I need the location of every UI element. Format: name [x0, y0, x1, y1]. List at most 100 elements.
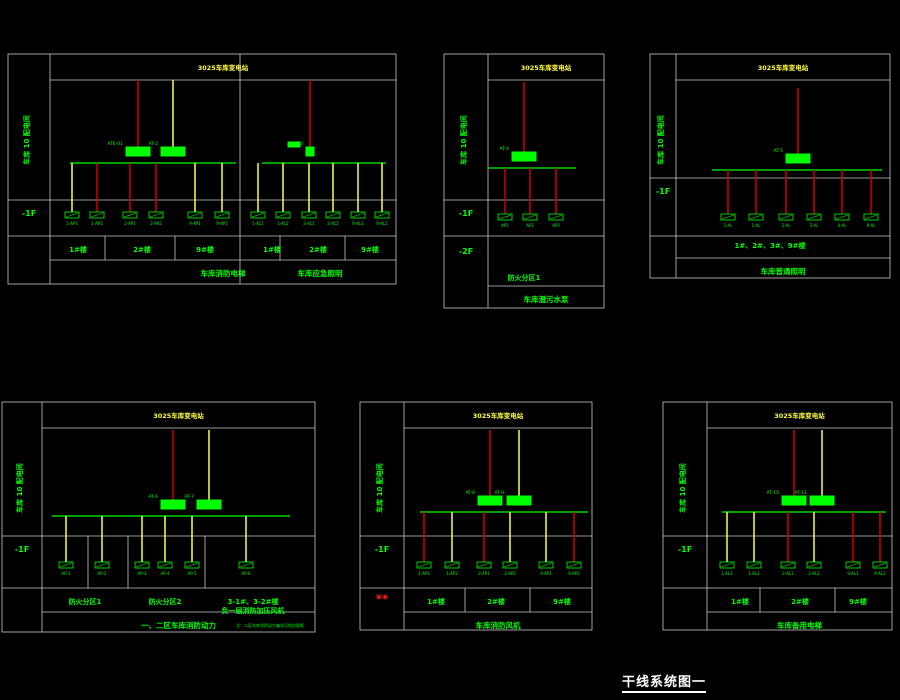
load-box-slash — [158, 562, 172, 568]
panel-header: 3025车库变电站 — [758, 63, 809, 72]
load-box — [872, 561, 888, 569]
load-label: 9-AL — [867, 223, 877, 228]
load-box — [238, 561, 254, 569]
load-box — [64, 211, 80, 219]
distribution-box — [305, 146, 315, 157]
panel-header: 3025车库变电站 — [521, 63, 572, 72]
load-label: 1-AL2 — [277, 221, 289, 226]
load-box — [416, 561, 432, 569]
feeder-label: AT-8 — [465, 490, 475, 496]
area-label: 防火分区2 — [149, 597, 182, 606]
load-label: 9-AP2 — [568, 571, 580, 576]
load-box-slash — [375, 212, 389, 218]
load-box-slash — [135, 562, 149, 568]
load-box-slash — [503, 562, 517, 568]
load-box-slash — [59, 562, 73, 568]
load-box — [719, 561, 735, 569]
load-box — [806, 213, 822, 221]
area-label: 1#楼 — [69, 245, 87, 254]
distribution-box — [477, 495, 503, 506]
load-box-slash — [749, 214, 763, 220]
distribution-box — [196, 499, 222, 510]
load-label: 1-AL2 — [748, 571, 760, 576]
load-box — [538, 561, 554, 569]
load-label: 1-AP2 — [446, 571, 458, 576]
load-label: 1-AP2 — [91, 221, 103, 226]
area-label: 2#楼 — [309, 245, 327, 254]
load-box — [275, 211, 291, 219]
load-label: 1-AP1 — [66, 221, 78, 226]
area-label: 9#楼 — [361, 245, 379, 254]
load-label: AP3 — [552, 223, 560, 228]
area-label: 9#楼 — [849, 597, 867, 606]
load-box-slash — [720, 562, 734, 568]
load-label: 2-AP1 — [124, 221, 136, 226]
load-box — [444, 561, 460, 569]
load-box — [845, 561, 861, 569]
feeder-label: AT-10 — [767, 490, 780, 496]
load-label: 2-AL1 — [782, 571, 794, 576]
load-box — [325, 211, 341, 219]
load-label: 4-AL — [838, 223, 848, 228]
system-name: 车库消防电梯 — [201, 268, 246, 278]
load-box-slash — [251, 212, 265, 218]
floor-label: -1F — [459, 209, 473, 218]
load-label: 3-AL — [810, 223, 820, 228]
load-label: AP-3 — [137, 571, 147, 576]
area-label: 1#楼 — [263, 245, 281, 254]
load-box-slash — [65, 212, 79, 218]
load-box — [780, 561, 796, 569]
side-label: 车库 10 配电间 — [15, 463, 24, 513]
side-label: 车库 10 配电间 — [459, 115, 468, 165]
system-name: 车库消防风机 — [476, 620, 521, 630]
load-box-slash — [873, 562, 887, 568]
load-box — [134, 561, 150, 569]
load-label: 2-AL1 — [303, 221, 315, 226]
load-box-slash — [835, 214, 849, 220]
load-box — [566, 561, 582, 569]
load-label: AP-6 — [241, 571, 251, 576]
area-label: 1#楼 — [427, 597, 445, 606]
system-name: 车库应急照明 — [298, 268, 343, 278]
area-label: 防火分区1 — [508, 273, 541, 282]
area-label: 9#楼 — [196, 245, 214, 254]
load-box-slash — [846, 562, 860, 568]
load-box — [502, 561, 518, 569]
load-label: AP-1 — [61, 571, 71, 576]
side-label: 车库 10 配电间 — [656, 115, 665, 165]
load-box — [497, 213, 513, 221]
distribution-box — [511, 151, 537, 162]
area-label: 2#楼 — [791, 597, 809, 606]
load-box-slash — [477, 562, 491, 568]
area-label: 3-1#、3-2#楼 — [227, 597, 278, 606]
load-box — [863, 213, 879, 221]
feeder-label: AT-9 — [494, 490, 504, 496]
panel-header: 3025车库变电站 — [198, 63, 249, 72]
panel-frame — [359, 401, 593, 631]
distribution-box — [809, 495, 835, 506]
side-label: 车库 10 配电间 — [375, 463, 384, 513]
load-box-slash — [807, 214, 821, 220]
side-label: 车库 10 配电间 — [22, 115, 31, 165]
load-label: AP1 — [501, 223, 509, 228]
page-title: 干线系统图一 — [622, 675, 707, 693]
load-box — [806, 561, 822, 569]
load-label: 9-AP1 — [189, 221, 201, 226]
load-box — [834, 213, 850, 221]
panel-frame — [443, 53, 605, 309]
load-box — [374, 211, 390, 219]
panel-frame — [1, 401, 316, 633]
load-box — [148, 211, 164, 219]
load-label: 1-AL1 — [721, 571, 733, 576]
load-label: 2-AP2 — [150, 221, 162, 226]
feeder-label: AT-6 — [148, 494, 158, 500]
distribution-box — [506, 495, 532, 506]
load-label: 1-AP1 — [418, 571, 430, 576]
load-box-slash — [123, 212, 137, 218]
floor-label: -1F — [22, 209, 36, 218]
distribution-box — [781, 495, 807, 506]
load-label: 9-AL1 — [847, 571, 859, 576]
load-box-slash — [498, 214, 512, 220]
load-box-slash — [276, 212, 290, 218]
load-label: AP2 — [526, 223, 534, 228]
